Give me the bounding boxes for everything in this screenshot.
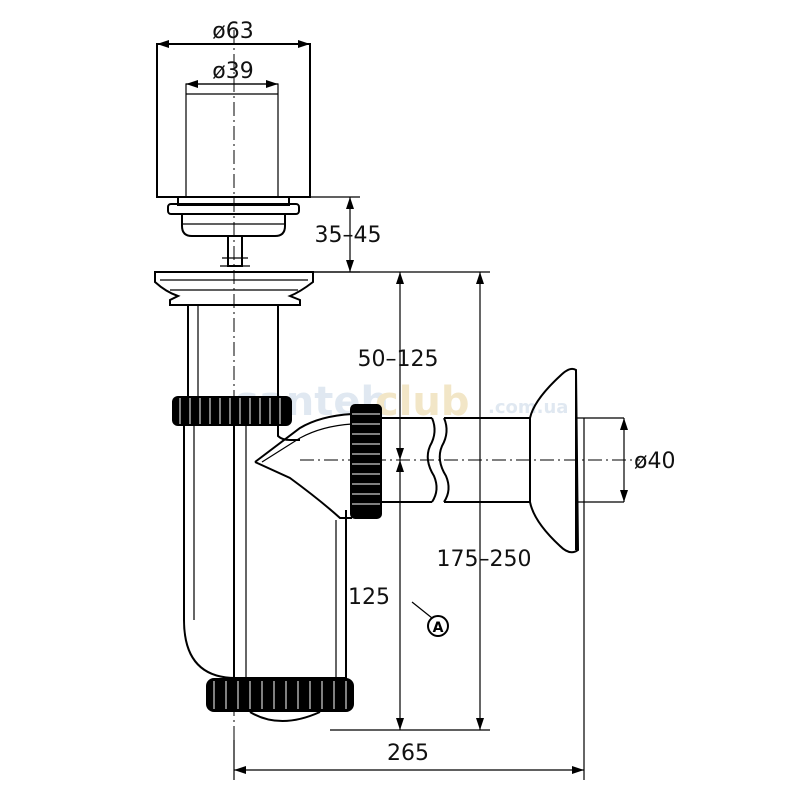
dim-outlet-diameter: ø40	[634, 449, 675, 474]
dim-outer-diameter: ø63	[212, 19, 253, 44]
dim-outlet-height: 125	[348, 585, 390, 610]
dim-wall-distance: 175–250	[437, 547, 532, 572]
dimension-lines	[157, 40, 628, 780]
callout-a-label: A	[433, 620, 444, 636]
center-axes	[233, 30, 640, 740]
dim-total-width: 265	[387, 741, 429, 766]
dim-inner-diameter: ø39	[212, 59, 253, 84]
watermark-domain: .com.ua	[488, 397, 568, 418]
bottom-nut	[206, 678, 354, 722]
outlet-nut	[350, 404, 382, 519]
dip-tube	[233, 426, 247, 678]
bottle-body	[183, 426, 347, 679]
dim-plug-height: 35–45	[315, 223, 382, 248]
dim-inlet-range: 50–125	[358, 347, 439, 372]
outlet-elbow	[254, 413, 353, 519]
callout-a: A	[411, 601, 449, 637]
upper-nut	[172, 396, 292, 426]
inlet-pipe	[187, 305, 279, 396]
